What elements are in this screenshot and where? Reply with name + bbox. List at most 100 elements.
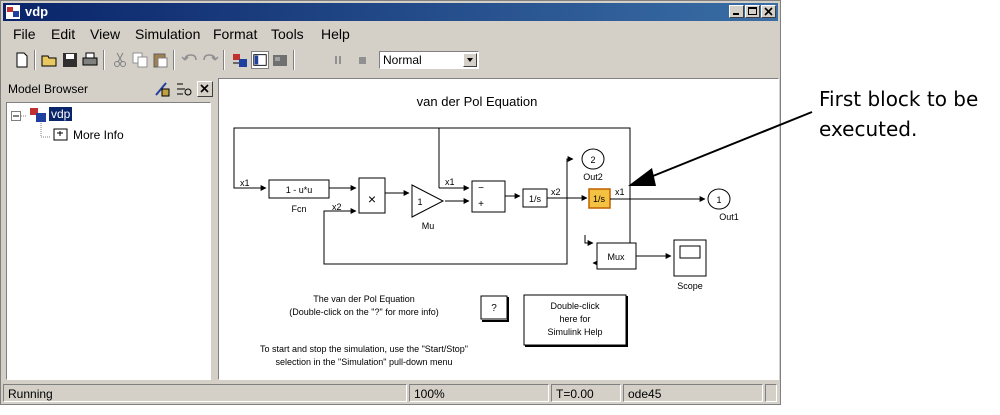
menu-bar: File Edit View Simulation Format Tools H…	[3, 23, 778, 43]
out1-number: 1	[716, 195, 721, 205]
toggle-browser-icon[interactable]	[271, 51, 289, 69]
product-symbol: ×	[368, 191, 376, 207]
help-block-line1: Double-click	[550, 301, 600, 311]
signal-label-x2: x2	[332, 202, 342, 212]
out2-port[interactable]	[581, 148, 605, 170]
help-block-line3: Simulink Help	[547, 327, 602, 337]
integrator-2-label: 1/s	[593, 194, 606, 204]
minimize-button[interactable]	[729, 5, 744, 18]
menu-format[interactable]: Format	[213, 26, 258, 42]
maximize-icon	[748, 7, 757, 15]
close-icon	[200, 84, 209, 93]
browser-settings-icon[interactable]	[175, 80, 193, 98]
sum-block[interactable]	[471, 180, 506, 213]
open-folder-icon[interactable]	[41, 51, 59, 69]
collapse-toggle-icon[interactable]	[11, 111, 21, 121]
model-canvas[interactable]: van der Pol Equation 1 - u*u	[218, 78, 779, 380]
sum-plus-sign: +	[478, 199, 484, 210]
cut-icon[interactable]	[111, 51, 129, 69]
pause-icon[interactable]	[329, 51, 347, 69]
menu-file[interactable]: File	[13, 26, 36, 42]
browser-close-button[interactable]	[197, 81, 213, 97]
toolbar-separator	[173, 50, 175, 70]
tree-connector-lines	[21, 115, 51, 138]
product-block[interactable]	[358, 177, 386, 214]
model-browser-header: Model Browser	[3, 78, 215, 100]
menu-edit[interactable]: Edit	[51, 26, 76, 42]
status-zoom: 100%	[409, 384, 549, 402]
model-icon	[30, 108, 46, 122]
chevron-down-icon	[467, 58, 473, 62]
simulink-window: vdp File Edit View Simulation Format Too…	[0, 0, 781, 405]
integrator-block-1[interactable]	[522, 188, 548, 208]
integrator-1-label: 1/s	[529, 194, 542, 204]
fcn-label: Fcn	[291, 204, 306, 214]
model-browser-icon[interactable]	[251, 51, 269, 69]
close-button[interactable]	[761, 5, 776, 18]
simulink-app-icon	[6, 5, 20, 19]
window-title: vdp	[25, 4, 49, 19]
out1-port[interactable]	[707, 188, 731, 210]
scope-label: Scope	[677, 281, 703, 291]
toolbar-separator	[103, 50, 105, 70]
copy-icon[interactable]	[131, 51, 149, 69]
help-question-mark: ?	[491, 303, 497, 314]
instructions-line2: selection in the "Simulation" pull-down …	[276, 357, 453, 367]
new-file-icon[interactable]	[13, 51, 31, 69]
gain-value: 1	[417, 197, 422, 207]
toolbar: Normal	[3, 47, 778, 73]
simulink-help-block[interactable]	[523, 294, 627, 346]
title-bar[interactable]: vdp	[3, 3, 778, 21]
tree-item-vdp[interactable]: vdp	[49, 107, 73, 121]
status-bar: Running 100% T=0.00 ode45	[3, 384, 778, 402]
diagram-title: van der Pol Equation	[417, 94, 538, 109]
save-icon[interactable]	[61, 51, 79, 69]
paste-icon[interactable]	[151, 51, 169, 69]
menu-tools[interactable]: Tools	[271, 26, 304, 42]
signal-label-x2: x2	[551, 187, 561, 197]
print-icon[interactable]	[81, 51, 99, 69]
model-tree: vdp More Info	[6, 102, 211, 380]
signal-label-x1: x1	[240, 178, 250, 188]
mux-label: Mux	[607, 252, 625, 262]
status-time: T=0.00	[551, 384, 621, 402]
menu-view[interactable]: View	[90, 26, 121, 42]
out2-number: 2	[590, 155, 595, 165]
library-browser-icon[interactable]	[231, 51, 249, 69]
info-text-line1: The van der Pol Equation	[313, 294, 415, 304]
dropdown-arrow[interactable]	[463, 53, 477, 67]
subsystem-block-icon	[53, 128, 68, 141]
block-diagram: van der Pol Equation 1 - u*u	[233, 94, 739, 367]
maximize-button[interactable]	[745, 5, 760, 18]
gain-label: Mu	[422, 221, 435, 231]
model-browser-title: Model Browser	[8, 82, 89, 96]
menu-simulation[interactable]: Simulation	[135, 26, 201, 42]
minimize-icon	[733, 13, 739, 15]
undo-icon[interactable]	[181, 51, 199, 69]
annotation-line1: First block to be	[819, 87, 979, 111]
fcn-expression: 1 - u*u	[286, 185, 313, 195]
status-state: Running	[3, 384, 407, 402]
gain-block[interactable]	[411, 184, 445, 218]
signal-label-x1: x1	[615, 187, 625, 197]
stop-icon[interactable]	[353, 51, 371, 69]
fcn-block[interactable]	[268, 179, 330, 199]
resize-grip[interactable]	[765, 384, 777, 402]
redo-icon[interactable]	[201, 51, 219, 69]
browser-library-icon[interactable]	[153, 80, 171, 98]
simulation-mode-select[interactable]: Normal	[379, 51, 479, 69]
model-browser-pane: Model Browser vdp More Info	[3, 78, 215, 380]
signal-label-x1: x1	[445, 177, 455, 187]
scope-screen	[679, 245, 701, 259]
close-icon	[764, 7, 773, 16]
tree-item-more-info[interactable]: More Info	[73, 128, 124, 142]
mux-block[interactable]	[596, 242, 637, 270]
annotation-callout: First block to be executed.	[819, 84, 994, 144]
instructions-line1: To start and stop the simulation, use th…	[260, 344, 468, 354]
menu-help[interactable]: Help	[321, 26, 350, 42]
simulation-mode-value: Normal	[383, 53, 422, 67]
toolbar-separator	[293, 50, 295, 70]
out2-label: Out2	[583, 172, 603, 182]
toolbar-separator	[34, 50, 36, 70]
annotation-line2: executed.	[819, 117, 918, 141]
